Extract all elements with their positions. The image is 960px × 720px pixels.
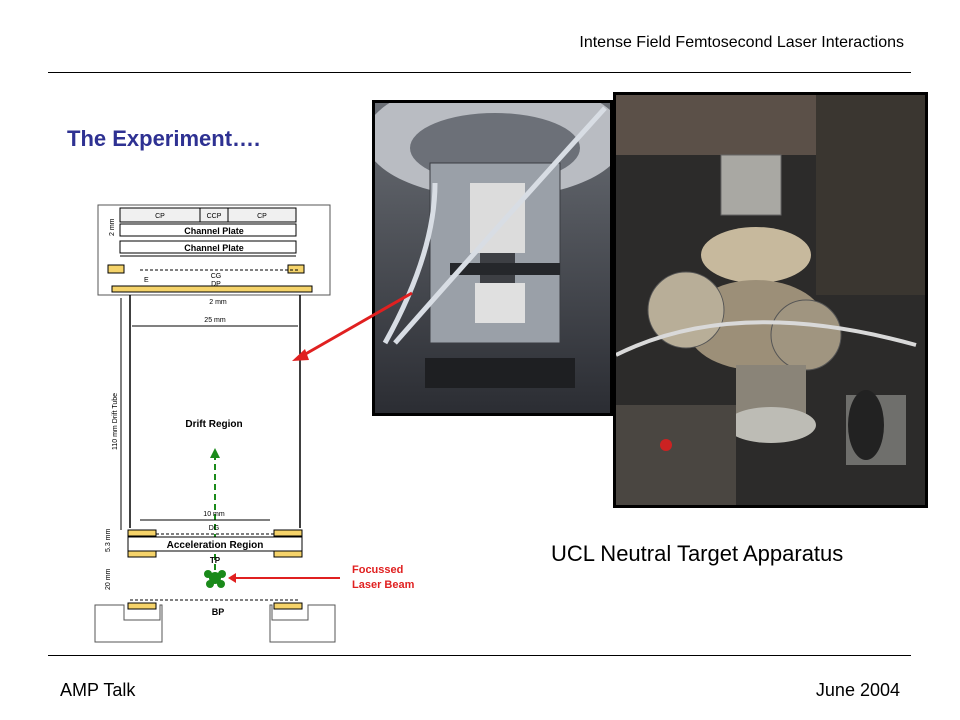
label-channel-plate-1: Channel Plate bbox=[184, 226, 244, 236]
label-cg: CG bbox=[211, 273, 222, 280]
photo-caption: UCL Neutral Target Apparatus bbox=[551, 541, 844, 566]
ion-path-arrowhead bbox=[210, 448, 220, 458]
label-53mm: 5.3 mm bbox=[105, 528, 112, 552]
label-focussed: Focussed bbox=[352, 564, 404, 576]
label-cp-left: CP bbox=[155, 213, 165, 220]
label-25mm: 25 mm bbox=[204, 317, 226, 324]
label-drift-tube: 110 mm Drift Tube bbox=[112, 393, 119, 450]
footer-rule bbox=[48, 655, 911, 656]
channel-plate-1 bbox=[119, 223, 297, 237]
label-drift-region: Drift Region bbox=[185, 419, 242, 430]
header-rule bbox=[48, 72, 911, 73]
label-2mm-left: 2 mm bbox=[109, 218, 116, 236]
label-bp: BP bbox=[212, 607, 225, 617]
channel-plate-2 bbox=[119, 240, 297, 254]
label-dp: DP bbox=[211, 281, 221, 288]
label-10mm: 10 mm bbox=[203, 511, 225, 518]
label-2mm-bottom: 2 mm bbox=[209, 299, 227, 306]
cp-bar bbox=[119, 207, 297, 223]
apparatus-photo-image bbox=[615, 95, 925, 505]
label-laser-beam: Laser Beam bbox=[352, 579, 415, 591]
footer-left: AMP Talk bbox=[60, 680, 136, 700]
detector-photo-image bbox=[365, 78, 625, 413]
label-tp: TP bbox=[210, 556, 221, 565]
label-dg: DG bbox=[209, 525, 220, 532]
label-acceleration-region: Acceleration Region bbox=[167, 540, 264, 551]
label-ccp: CCP bbox=[207, 213, 222, 220]
label-cp-right: CP bbox=[257, 213, 267, 220]
apparatus-photo bbox=[613, 92, 928, 508]
label-e: E bbox=[144, 277, 149, 284]
detector-photo bbox=[365, 78, 625, 416]
slide-title: The Experiment…. bbox=[67, 126, 261, 151]
header-title: Intense Field Femtosecond Laser Interact… bbox=[579, 34, 904, 51]
detector-schematic: CP CCP CP Channel Plate Channel Plate CG… bbox=[94, 204, 340, 643]
footer-right: June 2004 bbox=[815, 680, 900, 700]
acceleration-region bbox=[127, 536, 303, 552]
laser-label: Focussed Laser Beam bbox=[352, 563, 414, 593]
label-20mm: 20 mm bbox=[105, 568, 112, 590]
label-channel-plate-2: Channel Plate bbox=[184, 243, 244, 253]
